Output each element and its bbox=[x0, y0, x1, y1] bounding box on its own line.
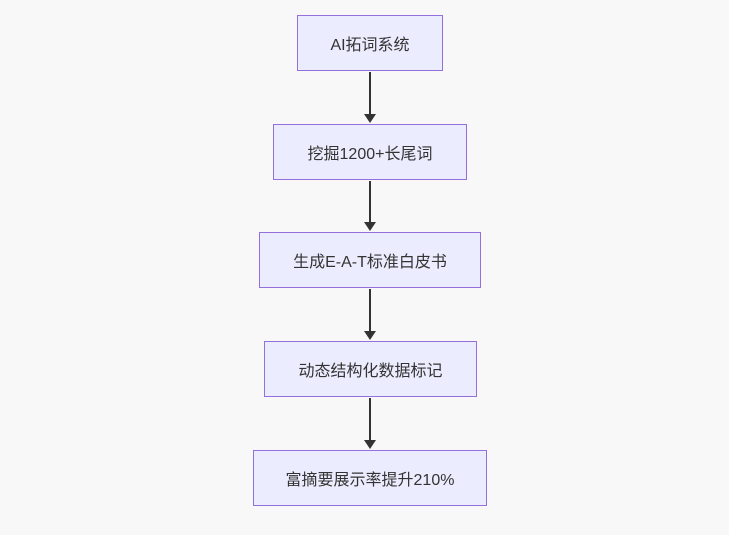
flow-node-structured-data-markup: 动态结构化数据标记 bbox=[264, 341, 477, 397]
flow-edge-line bbox=[369, 289, 371, 332]
arrow-down-icon bbox=[364, 114, 376, 123]
node-label: 富摘要展示率提升210% bbox=[285, 472, 455, 489]
flow-edge-line bbox=[369, 72, 371, 115]
arrow-down-icon bbox=[364, 331, 376, 340]
node-label: 生成E-A-T标准白皮书 bbox=[293, 254, 447, 271]
arrow-down-icon bbox=[364, 222, 376, 231]
flow-node-longtail-mining: 挖掘1200+长尾词 bbox=[273, 124, 467, 180]
flow-edge-line bbox=[369, 181, 371, 223]
flow-node-rich-snippet-result: 富摘要展示率提升210% bbox=[253, 450, 487, 506]
arrow-down-icon bbox=[364, 440, 376, 449]
flow-edge-line bbox=[369, 398, 371, 441]
node-label: 挖掘1200+长尾词 bbox=[307, 146, 433, 163]
flow-node-ai-expansion-system: AI拓词系统 bbox=[297, 15, 443, 71]
flow-node-eat-whitepaper: 生成E-A-T标准白皮书 bbox=[259, 232, 481, 288]
node-label: AI拓词系统 bbox=[330, 37, 410, 54]
node-label: 动态结构化数据标记 bbox=[298, 363, 443, 380]
